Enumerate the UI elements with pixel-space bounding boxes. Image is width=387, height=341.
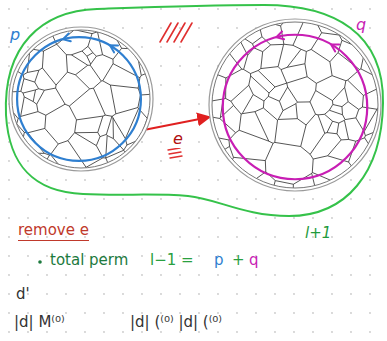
loop-label: q [356,16,366,34]
loop-arrow [331,44,339,51]
loop-arrow [63,34,71,42]
disk-rim [9,27,153,171]
mesh-disk: p [8,26,154,172]
disk-figure [8,26,154,172]
tick-marks [168,148,182,158]
edge-arrow [146,117,210,129]
loop-arrow [276,32,284,40]
oriented-loop [223,35,367,179]
loop-label: p [10,26,20,44]
oriented-loop [17,37,141,161]
formula-part: d' [16,286,30,303]
region-label: l+1 [305,225,331,242]
polygon-mesh [0,14,166,184]
disk-boundary [12,30,150,168]
formula-part: p [214,252,224,269]
formula-part: l−1 = [150,252,194,269]
note-text: total perm [50,252,128,269]
formula-part: + [232,252,245,269]
formula-part: |d| M⁽⁰⁾ [14,314,65,331]
disk-rim [209,19,381,191]
mesh-disk: q [208,18,382,192]
disk-boundary [212,22,378,188]
disk-figure [208,18,382,192]
green-outline [6,5,383,216]
formula-part: |d| (⁽⁰⁾ |d| (⁽⁰⁾ [130,314,222,331]
bullet-dot [38,260,42,264]
note-text: remove e [18,222,89,241]
hatch-marks [160,23,192,42]
polygon-mesh [196,6,387,204]
formula-part: q [249,252,259,269]
loop-arrow [110,45,118,52]
edge-label: e [171,130,185,148]
enclosing-region: l+1 p q [2,3,385,253]
